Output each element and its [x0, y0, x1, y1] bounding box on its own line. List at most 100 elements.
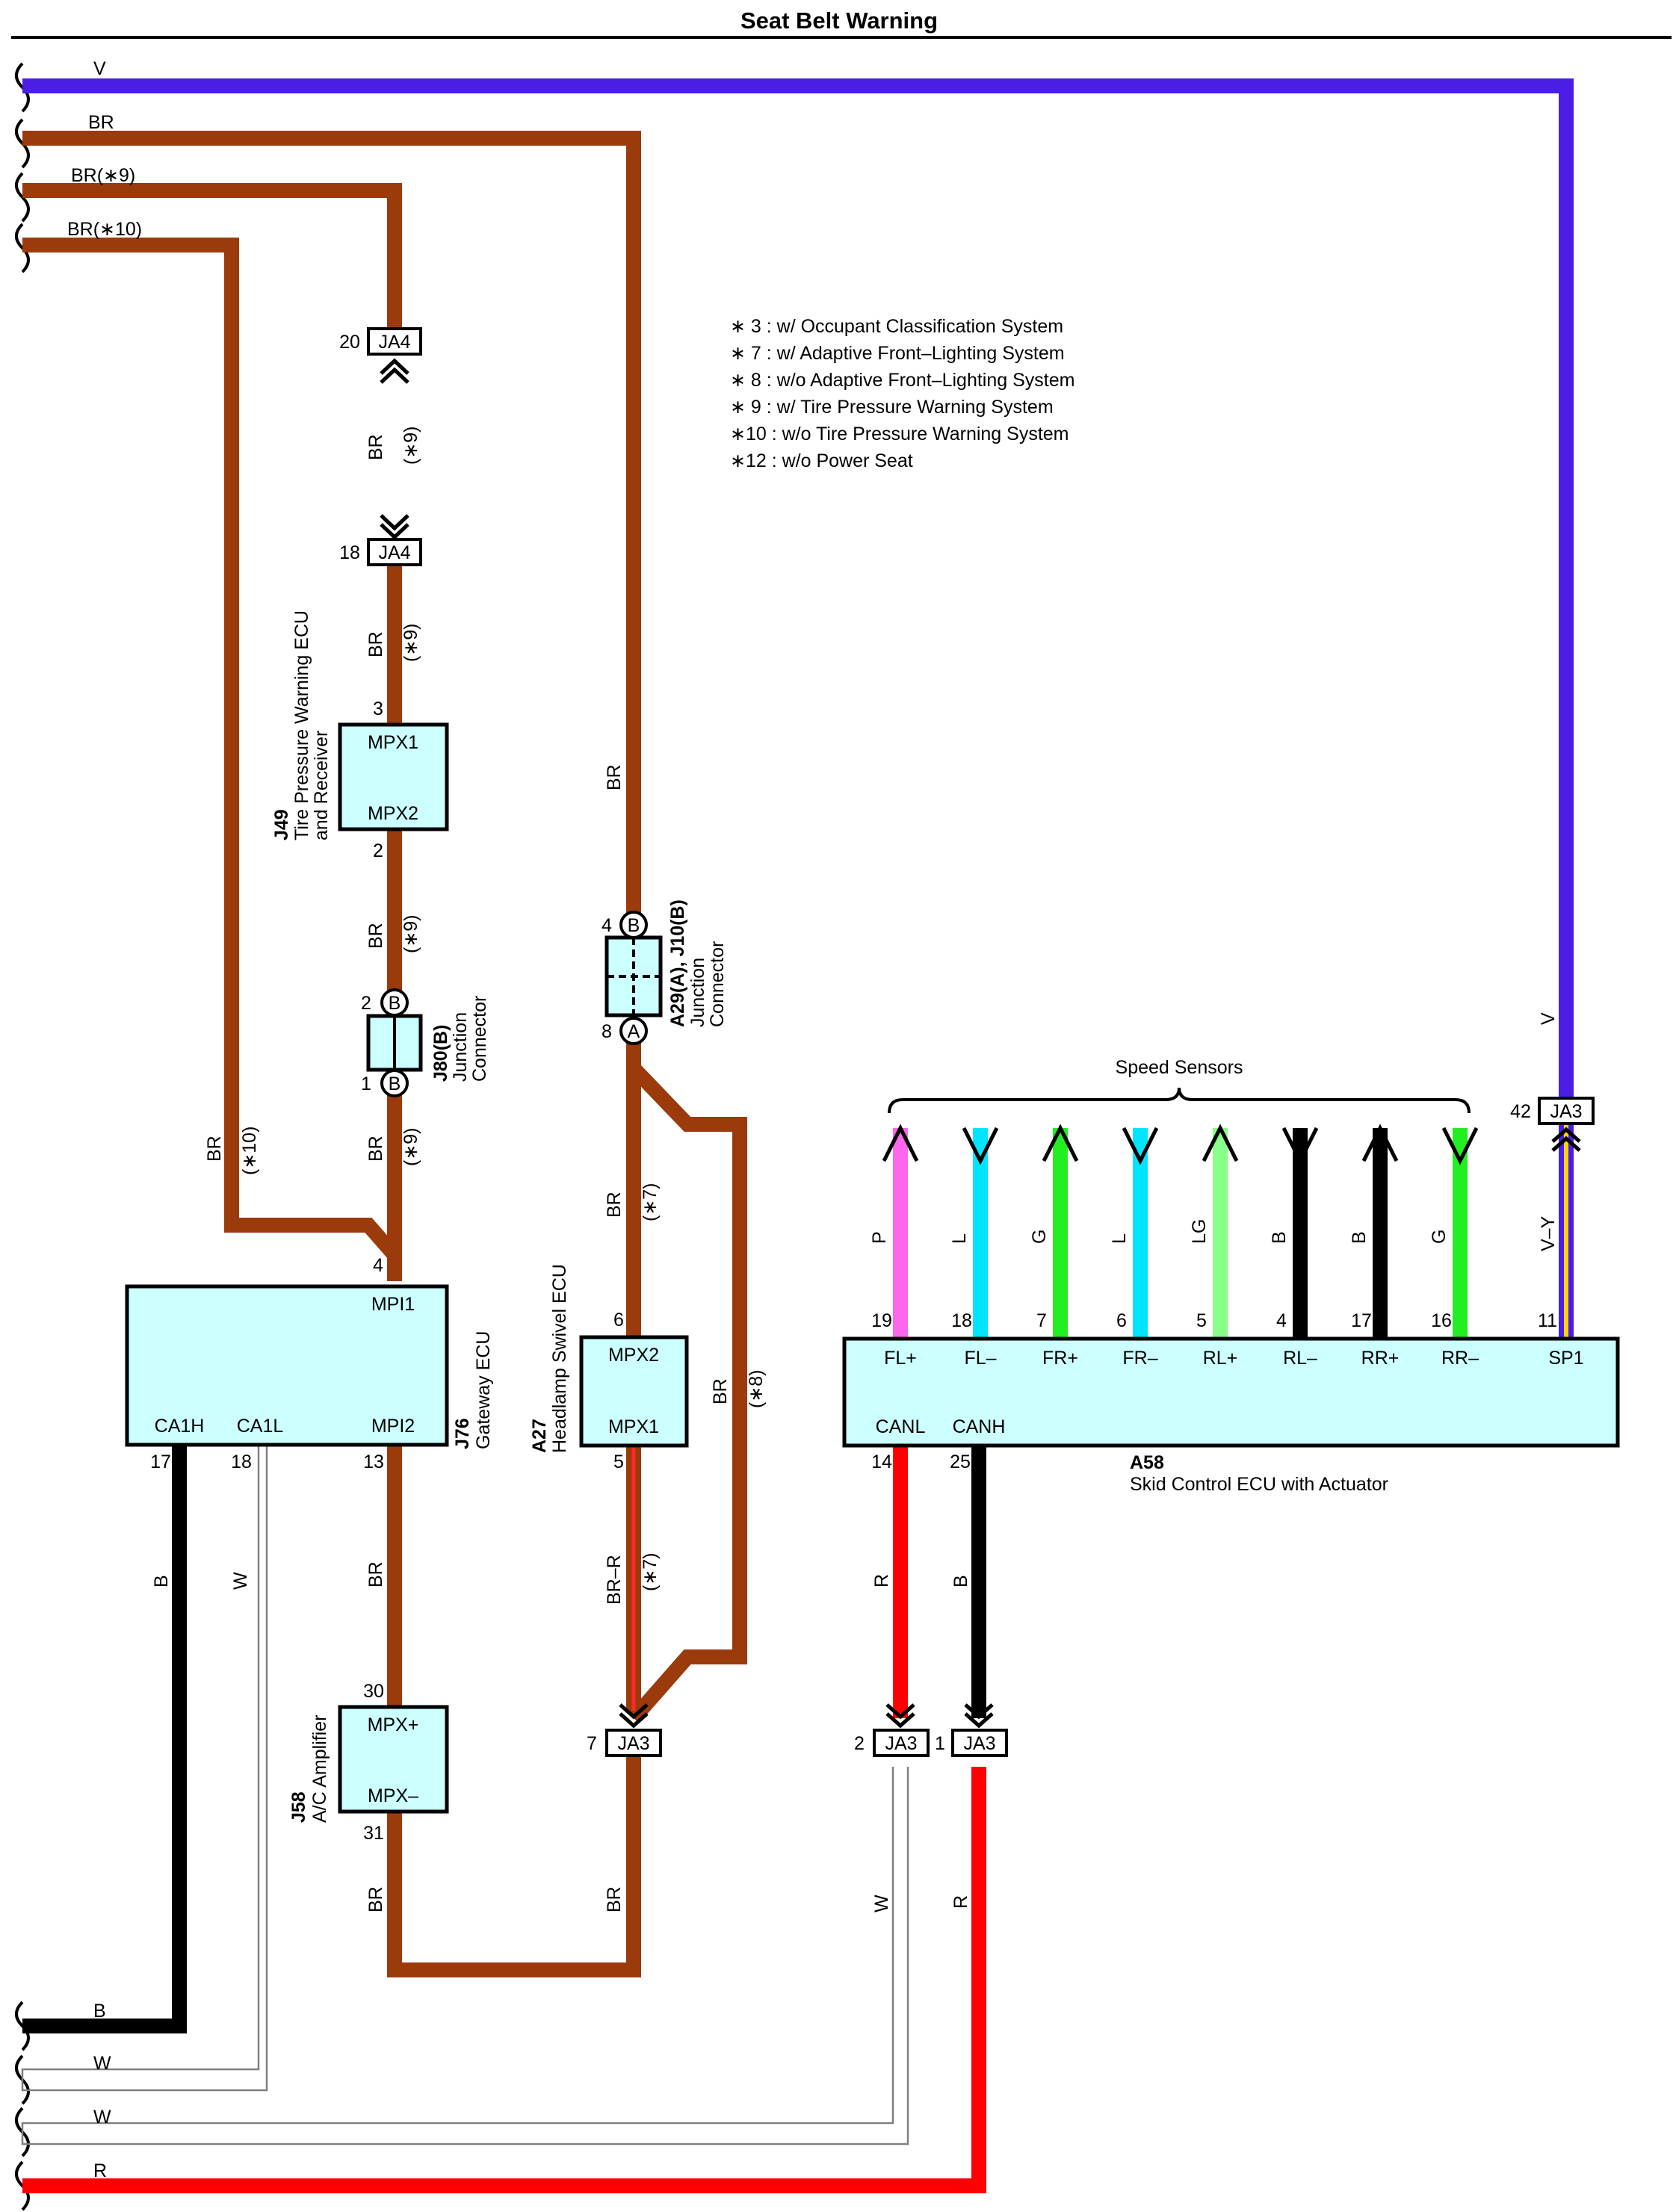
ja3-2-label: JA3	[885, 1733, 917, 1754]
wlabel-br10-note: (∗10)	[239, 1127, 260, 1175]
speed-sensor-labels: P19FL+L18FL–G7FR+L6FR–LG5RL+B4RL–B17RR+G…	[869, 1219, 1479, 1369]
j80-code: J80(B)	[430, 1025, 451, 1082]
speed-sensor-arrow-7	[1361, 1124, 1399, 1162]
wlabel-br-2: BR	[365, 631, 386, 657]
left-label-r: R	[93, 2160, 107, 2181]
j80-name-line1: Junction	[450, 1012, 471, 1082]
j76-pin-ca1h: 17	[150, 1452, 171, 1472]
a27-name: Headlamp Swivel ECU	[549, 1264, 570, 1453]
speed-sensor-wire-color-3: G	[1029, 1230, 1050, 1244]
left-break-marks	[15, 62, 30, 2211]
a58-pin-sp1: 11	[1538, 1310, 1557, 1331]
wlabel-br9-4: (∗9)	[401, 1127, 421, 1166]
wlabel-br-main: BR	[604, 764, 625, 790]
note-10: ∗10 : w/o Tire Pressure Warning System	[730, 424, 1069, 444]
wire-b	[22, 1442, 187, 2033]
wlabel-brr-note: (∗7)	[640, 1552, 661, 1591]
component-j58-ac-amplifier: MPX+ MPX– 30 31 J58 A/C Amplifier	[288, 1681, 449, 1844]
ja3-7-label: JA3	[617, 1733, 649, 1754]
a27-pin-bottom: 5	[613, 1452, 624, 1472]
wlabel-br8-main: BR	[710, 1378, 731, 1404]
j49-name-line1: Tire Pressure Warning ECU	[291, 610, 312, 840]
wlabel-br9-3: (∗9)	[401, 914, 421, 953]
wire-br-main	[22, 131, 641, 919]
wire-w2	[21, 1767, 909, 2146]
ja3-2-pin: 2	[854, 1733, 865, 1754]
component-a58-skid-control-ecu: CANL CANH 14 25 A58 Skid Control ECU wit…	[842, 1310, 1620, 1495]
speed-sensor-pin-7: 17	[1351, 1310, 1372, 1331]
j80-pin-bottom: 1	[361, 1074, 371, 1094]
left-label-v: V	[93, 58, 106, 79]
speed-sensor-pin-3: 7	[1036, 1310, 1047, 1331]
wire-br9	[22, 183, 402, 329]
speed-sensor-wires	[882, 1124, 1479, 1339]
speed-sensor-arrow-6	[1281, 1127, 1319, 1165]
j76-pin-mpi1: 4	[373, 1255, 383, 1276]
speed-sensor-arrow-1	[882, 1124, 919, 1162]
a29-name-line2: Connector	[707, 941, 728, 1027]
wlabel-br-1: BR	[365, 434, 386, 460]
connector-ja3-42: JA3 42	[1510, 1097, 1595, 1152]
connector-ja3-7: JA3 7	[587, 1703, 662, 1757]
wire-r	[22, 1767, 986, 2193]
j76-pin-mpi2: 13	[363, 1452, 384, 1472]
j49-pin-bottom: 2	[373, 840, 383, 861]
speed-sensor-arrow-2	[962, 1127, 999, 1165]
left-label-br9: BR(∗9)	[71, 165, 135, 186]
speed-sensor-pin-1: 19	[871, 1310, 892, 1331]
speed-sensors-brace: Speed Sensors	[888, 1057, 1471, 1114]
j80-name-line2: Connector	[469, 996, 490, 1082]
ja3-1-pin: 1	[935, 1733, 945, 1754]
j58-name: A/C Amplifier	[309, 1715, 330, 1823]
ja4-18-pin: 18	[339, 542, 360, 563]
left-label-w2: W	[93, 2107, 111, 2128]
j76-terminal-mpi1: MPI1	[371, 1294, 415, 1315]
speed-sensor-terminal-7: RR+	[1361, 1348, 1400, 1369]
wlabel-br10: BR	[204, 1136, 225, 1162]
component-j76-gateway-ecu: MPI1 CA1H CA1L MPI2 4 17 18 13 J76 Gatew…	[125, 1255, 494, 1472]
j80-top-mark: B	[389, 993, 401, 1014]
connector-a29-j10: B A 4 8 A29(A), J10(B) Junction Connecto…	[602, 899, 728, 1045]
j76-terminal-ca1l: CA1L	[237, 1416, 284, 1437]
left-label-b: B	[93, 2001, 106, 2022]
j76-code: J76	[452, 1418, 473, 1449]
speed-sensor-arrow-4	[1122, 1127, 1159, 1165]
ja4-20-label: JA4	[378, 332, 410, 353]
a29-code: A29(A), J10(B)	[667, 899, 688, 1027]
a27-terminal-mpx2: MPX2	[608, 1345, 659, 1366]
j49-code: J49	[271, 809, 292, 840]
wire-br10	[22, 238, 401, 1260]
ja3-42-label: JA3	[1550, 1101, 1582, 1122]
j58-pin-top: 30	[363, 1681, 384, 1702]
wire-w1	[21, 1442, 268, 2092]
a58-code: A58	[1130, 1452, 1164, 1473]
connector-ja4-18: JA4 18	[339, 514, 422, 566]
speed-sensor-terminal-2: FL–	[964, 1348, 996, 1369]
connector-ja3-1: JA3 1	[935, 1703, 1008, 1757]
speed-sensor-terminal-8: RR–	[1441, 1348, 1479, 1369]
speed-sensor-terminal-1: FL+	[884, 1348, 917, 1369]
ja3-7-pin: 7	[587, 1733, 597, 1754]
a27-pin-top: 6	[613, 1310, 624, 1330]
j76-pin-ca1l: 18	[231, 1452, 252, 1472]
note-12: ∗12 : w/o Power Seat	[730, 450, 913, 471]
wlabel-r-canl: R	[871, 1574, 892, 1587]
j49-pin-top: 3	[373, 698, 383, 719]
speed-sensor-terminal-4: FR–	[1122, 1348, 1157, 1369]
speed-sensor-wire-color-1: P	[869, 1231, 890, 1244]
a29-pin-bottom: 8	[602, 1021, 612, 1042]
speed-sensor-wire-color-4: L	[1109, 1233, 1130, 1244]
diagram-title: Seat Belt Warning	[740, 7, 938, 34]
speed-sensor-wire-color-2: L	[949, 1233, 970, 1244]
a27-terminal-mpx1: MPX1	[608, 1416, 659, 1437]
wlabel-br8-note: (∗8)	[746, 1369, 767, 1408]
a29-name-line1: Junction	[687, 958, 708, 1027]
wlabel-br-4: BR	[365, 1136, 386, 1162]
a29-pin-top: 4	[602, 915, 612, 936]
speed-sensor-pin-2: 18	[951, 1310, 972, 1331]
speed-sensor-pin-6: 4	[1276, 1310, 1287, 1331]
speed-sensor-wire-color-8: G	[1429, 1230, 1450, 1244]
speed-sensor-arrow-3	[1042, 1124, 1079, 1162]
connector-j80: B B 2 1 J80(B) Junction Connector	[361, 988, 490, 1097]
wlabel-br7-main: BR	[604, 1192, 625, 1218]
